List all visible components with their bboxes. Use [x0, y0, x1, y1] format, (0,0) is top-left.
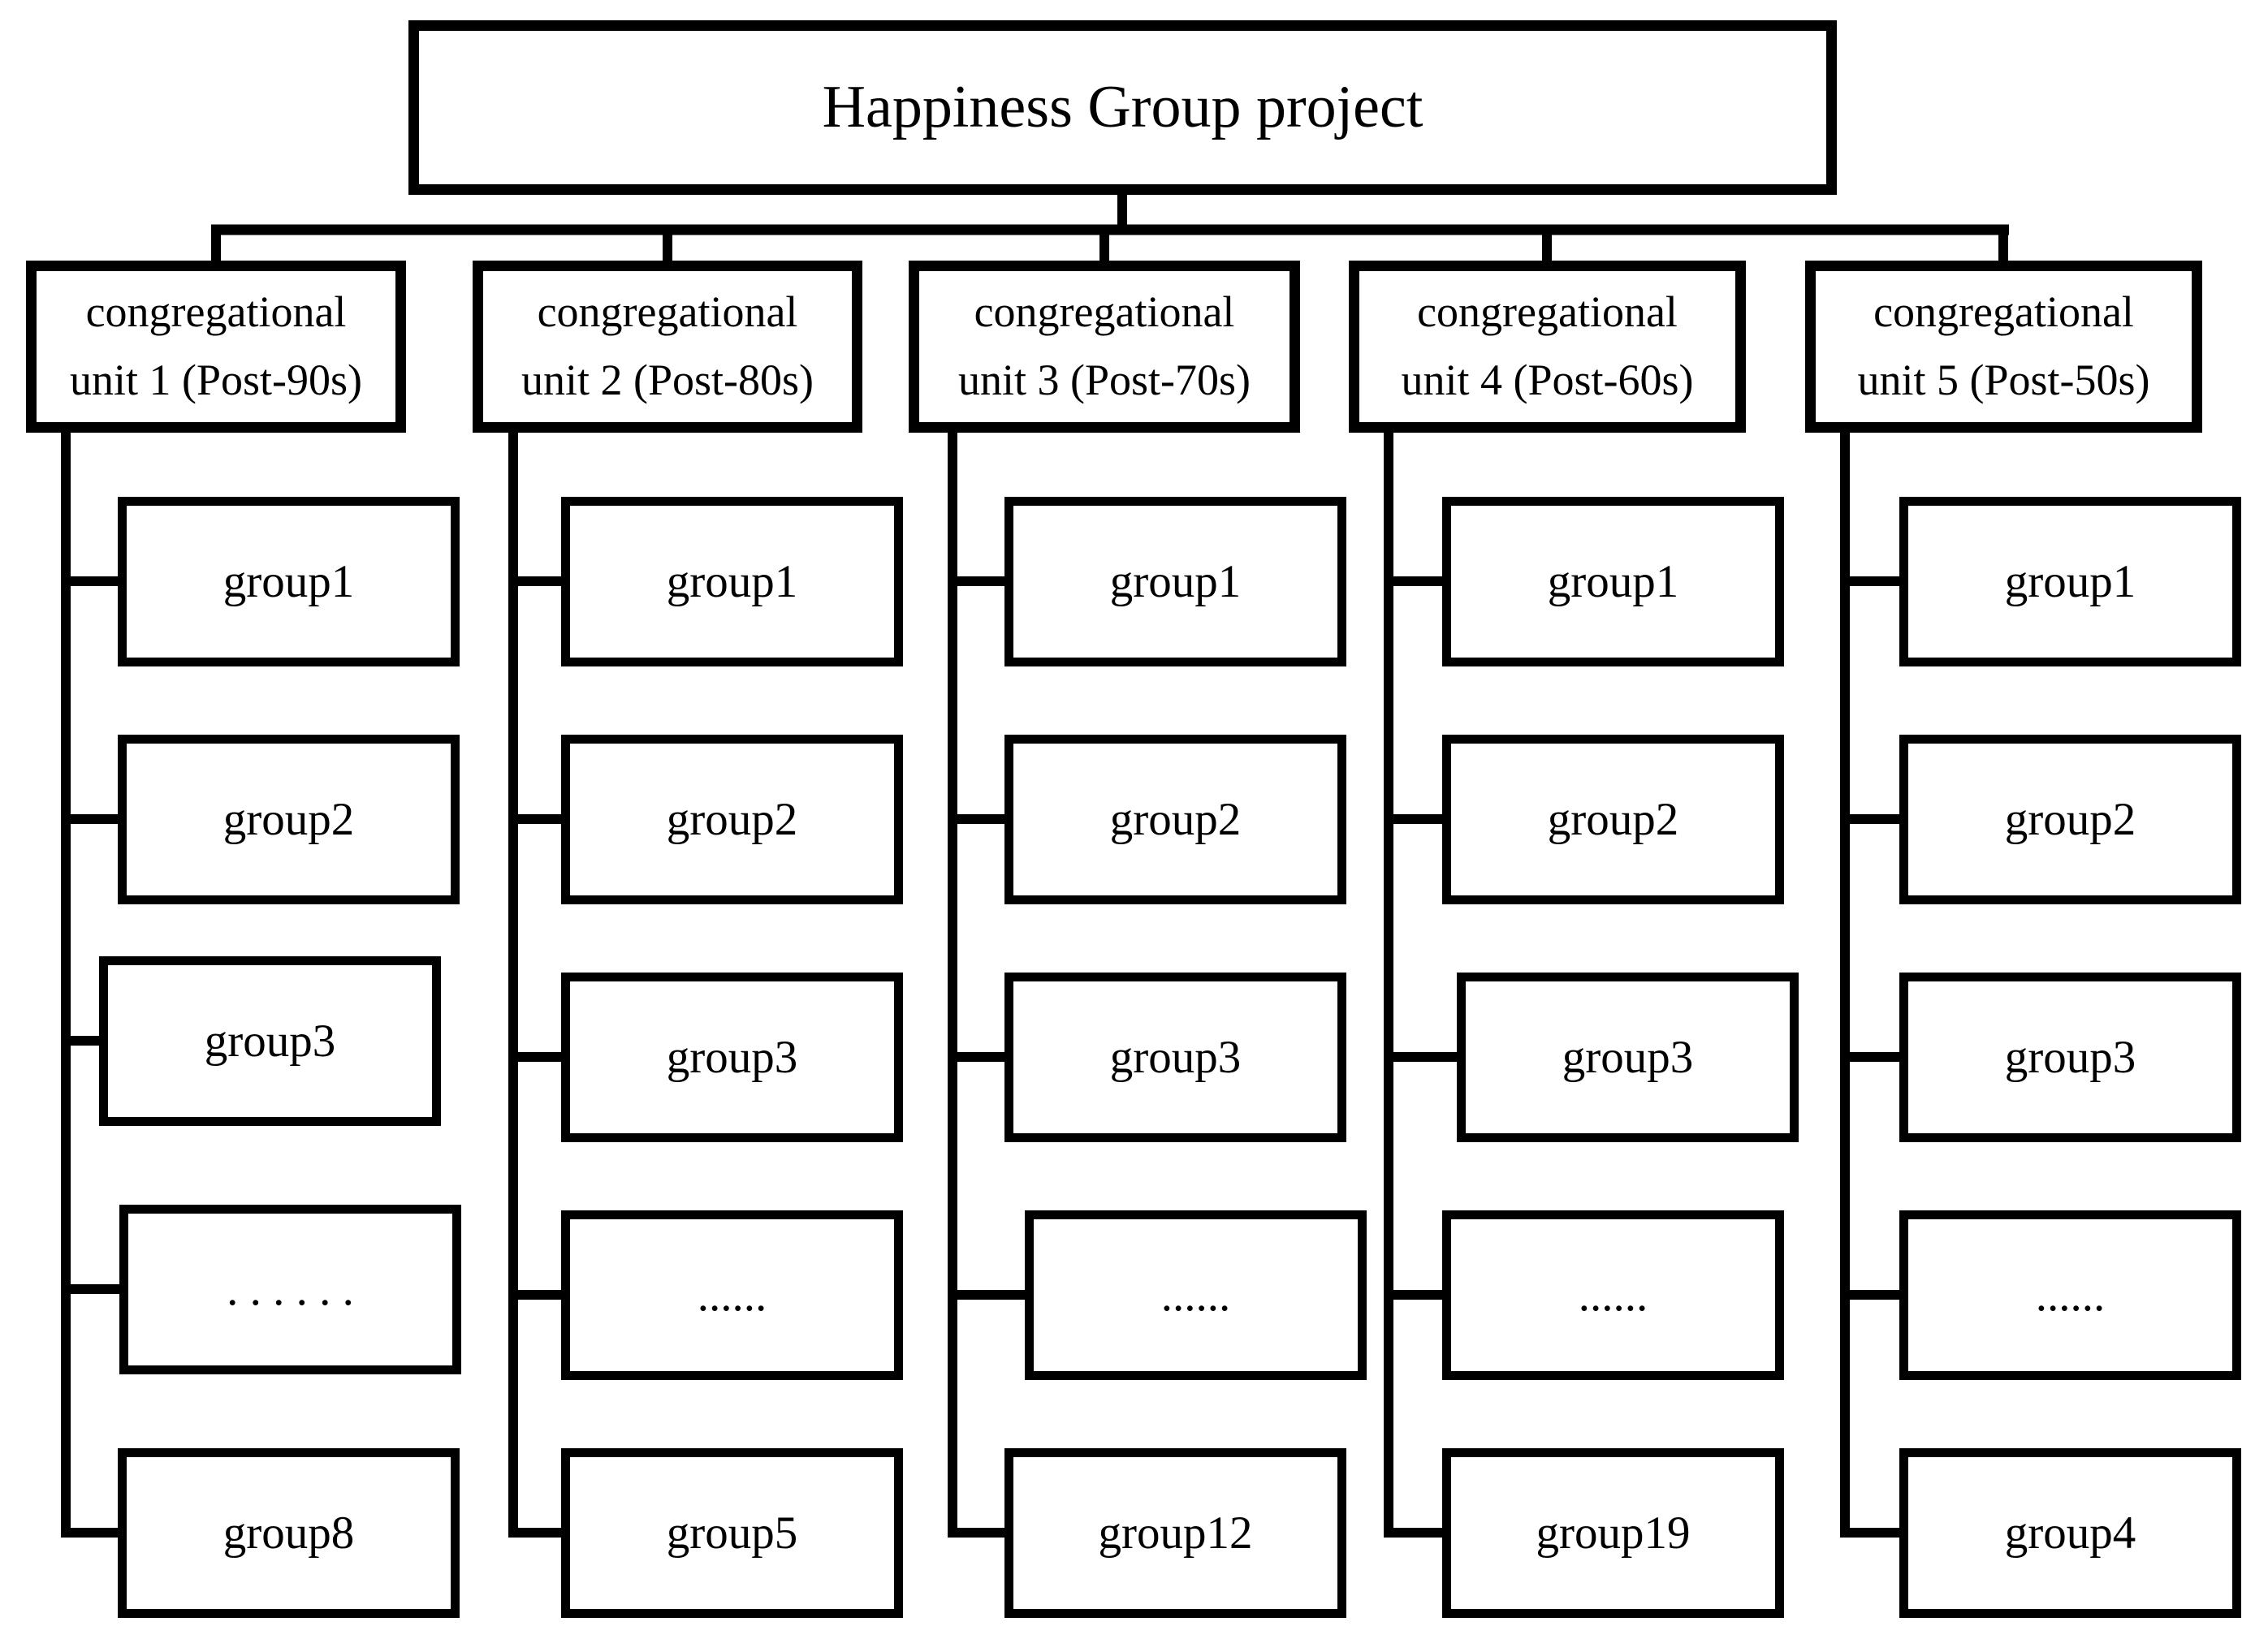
unit-3-line1: congregational [974, 287, 1235, 337]
group-box-3-1: group1 [1004, 497, 1346, 666]
title-box: Happiness Group project [408, 20, 1837, 195]
unit-4-line2: unit 4 (Post-60s) [1401, 356, 1694, 404]
unit-2-line1: congregational [537, 287, 798, 337]
group-box-4-5: group19 [1442, 1448, 1784, 1618]
unit-1-line1: congregational [85, 287, 347, 337]
ellipsis-label: ...... [2035, 1270, 2106, 1321]
group-label: group3 [2004, 1032, 2136, 1083]
group-label: group1 [666, 556, 798, 607]
group-box-2-4: ...... [561, 1210, 903, 1380]
group-box-4-1: group1 [1442, 497, 1784, 666]
group-label: group12 [1098, 1507, 1253, 1559]
group-box-3-5: group12 [1004, 1448, 1346, 1618]
group-box-1-5: group8 [118, 1448, 460, 1618]
group-label: group2 [2004, 794, 2136, 845]
group-box-5-1: group1 [1899, 497, 2241, 666]
group-box-1-2: group2 [118, 735, 460, 904]
group-label: group3 [1109, 1032, 1242, 1083]
group-box-5-2: group2 [1899, 735, 2241, 904]
unit-3-line2: unit 3 (Post-70s) [957, 356, 1251, 404]
group-box-5-5: group4 [1899, 1448, 2241, 1618]
group-box-2-2: group2 [561, 735, 903, 904]
ellipsis-label: ...... [697, 1270, 767, 1321]
group-label: group1 [222, 556, 355, 607]
group-label: group3 [666, 1032, 798, 1083]
group-label: group1 [1547, 556, 1679, 607]
unit-5-line1: congregational [1873, 287, 2134, 337]
unit-box-3: congregational unit 3 (Post-70s) [909, 261, 1300, 433]
group-label: group3 [204, 1016, 336, 1067]
group-box-4-4: ...... [1442, 1210, 1784, 1380]
group-label: group1 [1109, 556, 1242, 607]
group-label: group2 [222, 794, 355, 845]
group-box-2-1: group1 [561, 497, 903, 666]
group-box-1-3: group3 [99, 956, 441, 1126]
unit-1-line2: unit 1 (Post-90s) [69, 356, 363, 404]
group-box-3-4: ...... [1025, 1210, 1367, 1380]
group-box-2-5: group5 [561, 1448, 903, 1618]
ellipsis-label: ...... [1160, 1270, 1231, 1321]
unit-box-2: congregational unit 2 (Post-80s) [473, 261, 862, 433]
unit-4-line1: congregational [1417, 287, 1678, 337]
group-box-3-2: group2 [1004, 735, 1346, 904]
group-label: group4 [2004, 1507, 2136, 1559]
group-label: group1 [2004, 556, 2136, 607]
group-label: group2 [1109, 794, 1242, 845]
group-box-1-4: . . . . . . [119, 1205, 461, 1374]
group-box-5-3: group3 [1899, 973, 2241, 1142]
group-box-4-3: group3 [1457, 973, 1799, 1142]
group-label: group3 [1562, 1032, 1694, 1083]
group-label: group5 [666, 1507, 798, 1559]
group-label: group2 [666, 794, 798, 845]
group-box-4-2: group2 [1442, 735, 1784, 904]
group-label: group8 [222, 1507, 355, 1559]
page-title: Happiness Group project [822, 74, 1423, 140]
unit-5-line2: unit 5 (Post-50s) [1857, 356, 2150, 404]
group-label: group2 [1547, 794, 1679, 845]
group-box-2-3: group3 [561, 973, 903, 1142]
unit-box-4: congregational unit 4 (Post-60s) [1349, 261, 1746, 433]
group-box-1-1: group1 [118, 497, 460, 666]
unit-box-1: congregational unit 1 (Post-90s) [26, 261, 406, 433]
ellipsis-label: ...... [1578, 1270, 1648, 1321]
unit-2-line2: unit 2 (Post-80s) [521, 356, 814, 404]
group-box-3-3: group3 [1004, 973, 1346, 1142]
unit-box-5: congregational unit 5 (Post-50s) [1805, 261, 2202, 433]
group-label: group19 [1536, 1507, 1691, 1559]
ellipsis-label: . . . . . . [227, 1264, 354, 1315]
group-box-5-4: ...... [1899, 1210, 2241, 1380]
